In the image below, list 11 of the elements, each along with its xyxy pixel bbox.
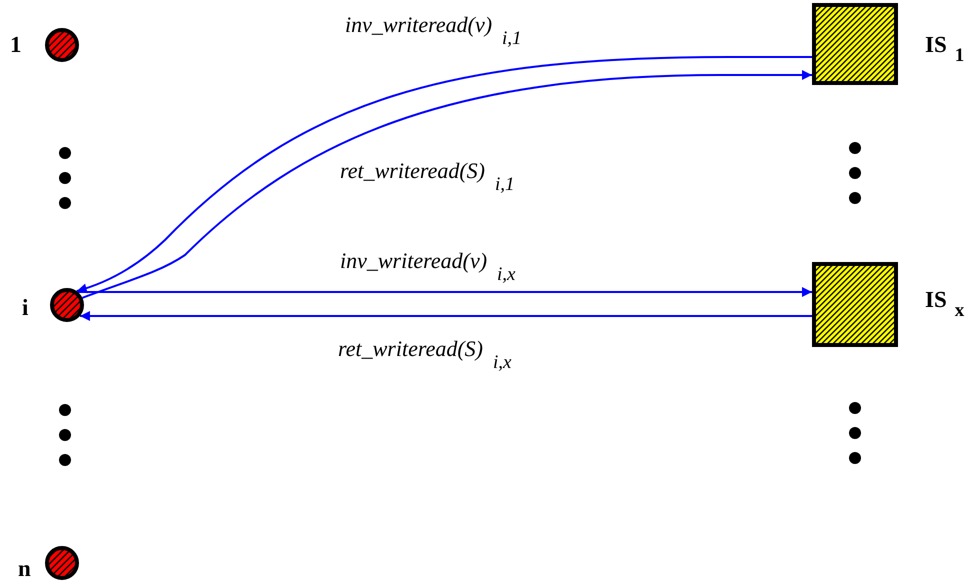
node-label: IS$_{1}$: [925, 33, 964, 65]
node-label: n: [18, 557, 31, 580]
node-label: IS$_{x}$: [925, 288, 964, 320]
message-label: inv_writeread(v)$_{i,1}$: [345, 14, 522, 48]
edge-label: inv_writeread(v)$_{i,x}$: [340, 250, 516, 284]
node-label: 1: [10, 33, 22, 56]
edge-label: ret_writeread(S)$_{i,x}$: [338, 338, 512, 372]
message-label: ret_writeread(S)$_{i,1}$: [340, 160, 515, 194]
arrow: [78, 287, 812, 297]
arrow: [80, 311, 812, 321]
node-label: i: [22, 296, 28, 319]
